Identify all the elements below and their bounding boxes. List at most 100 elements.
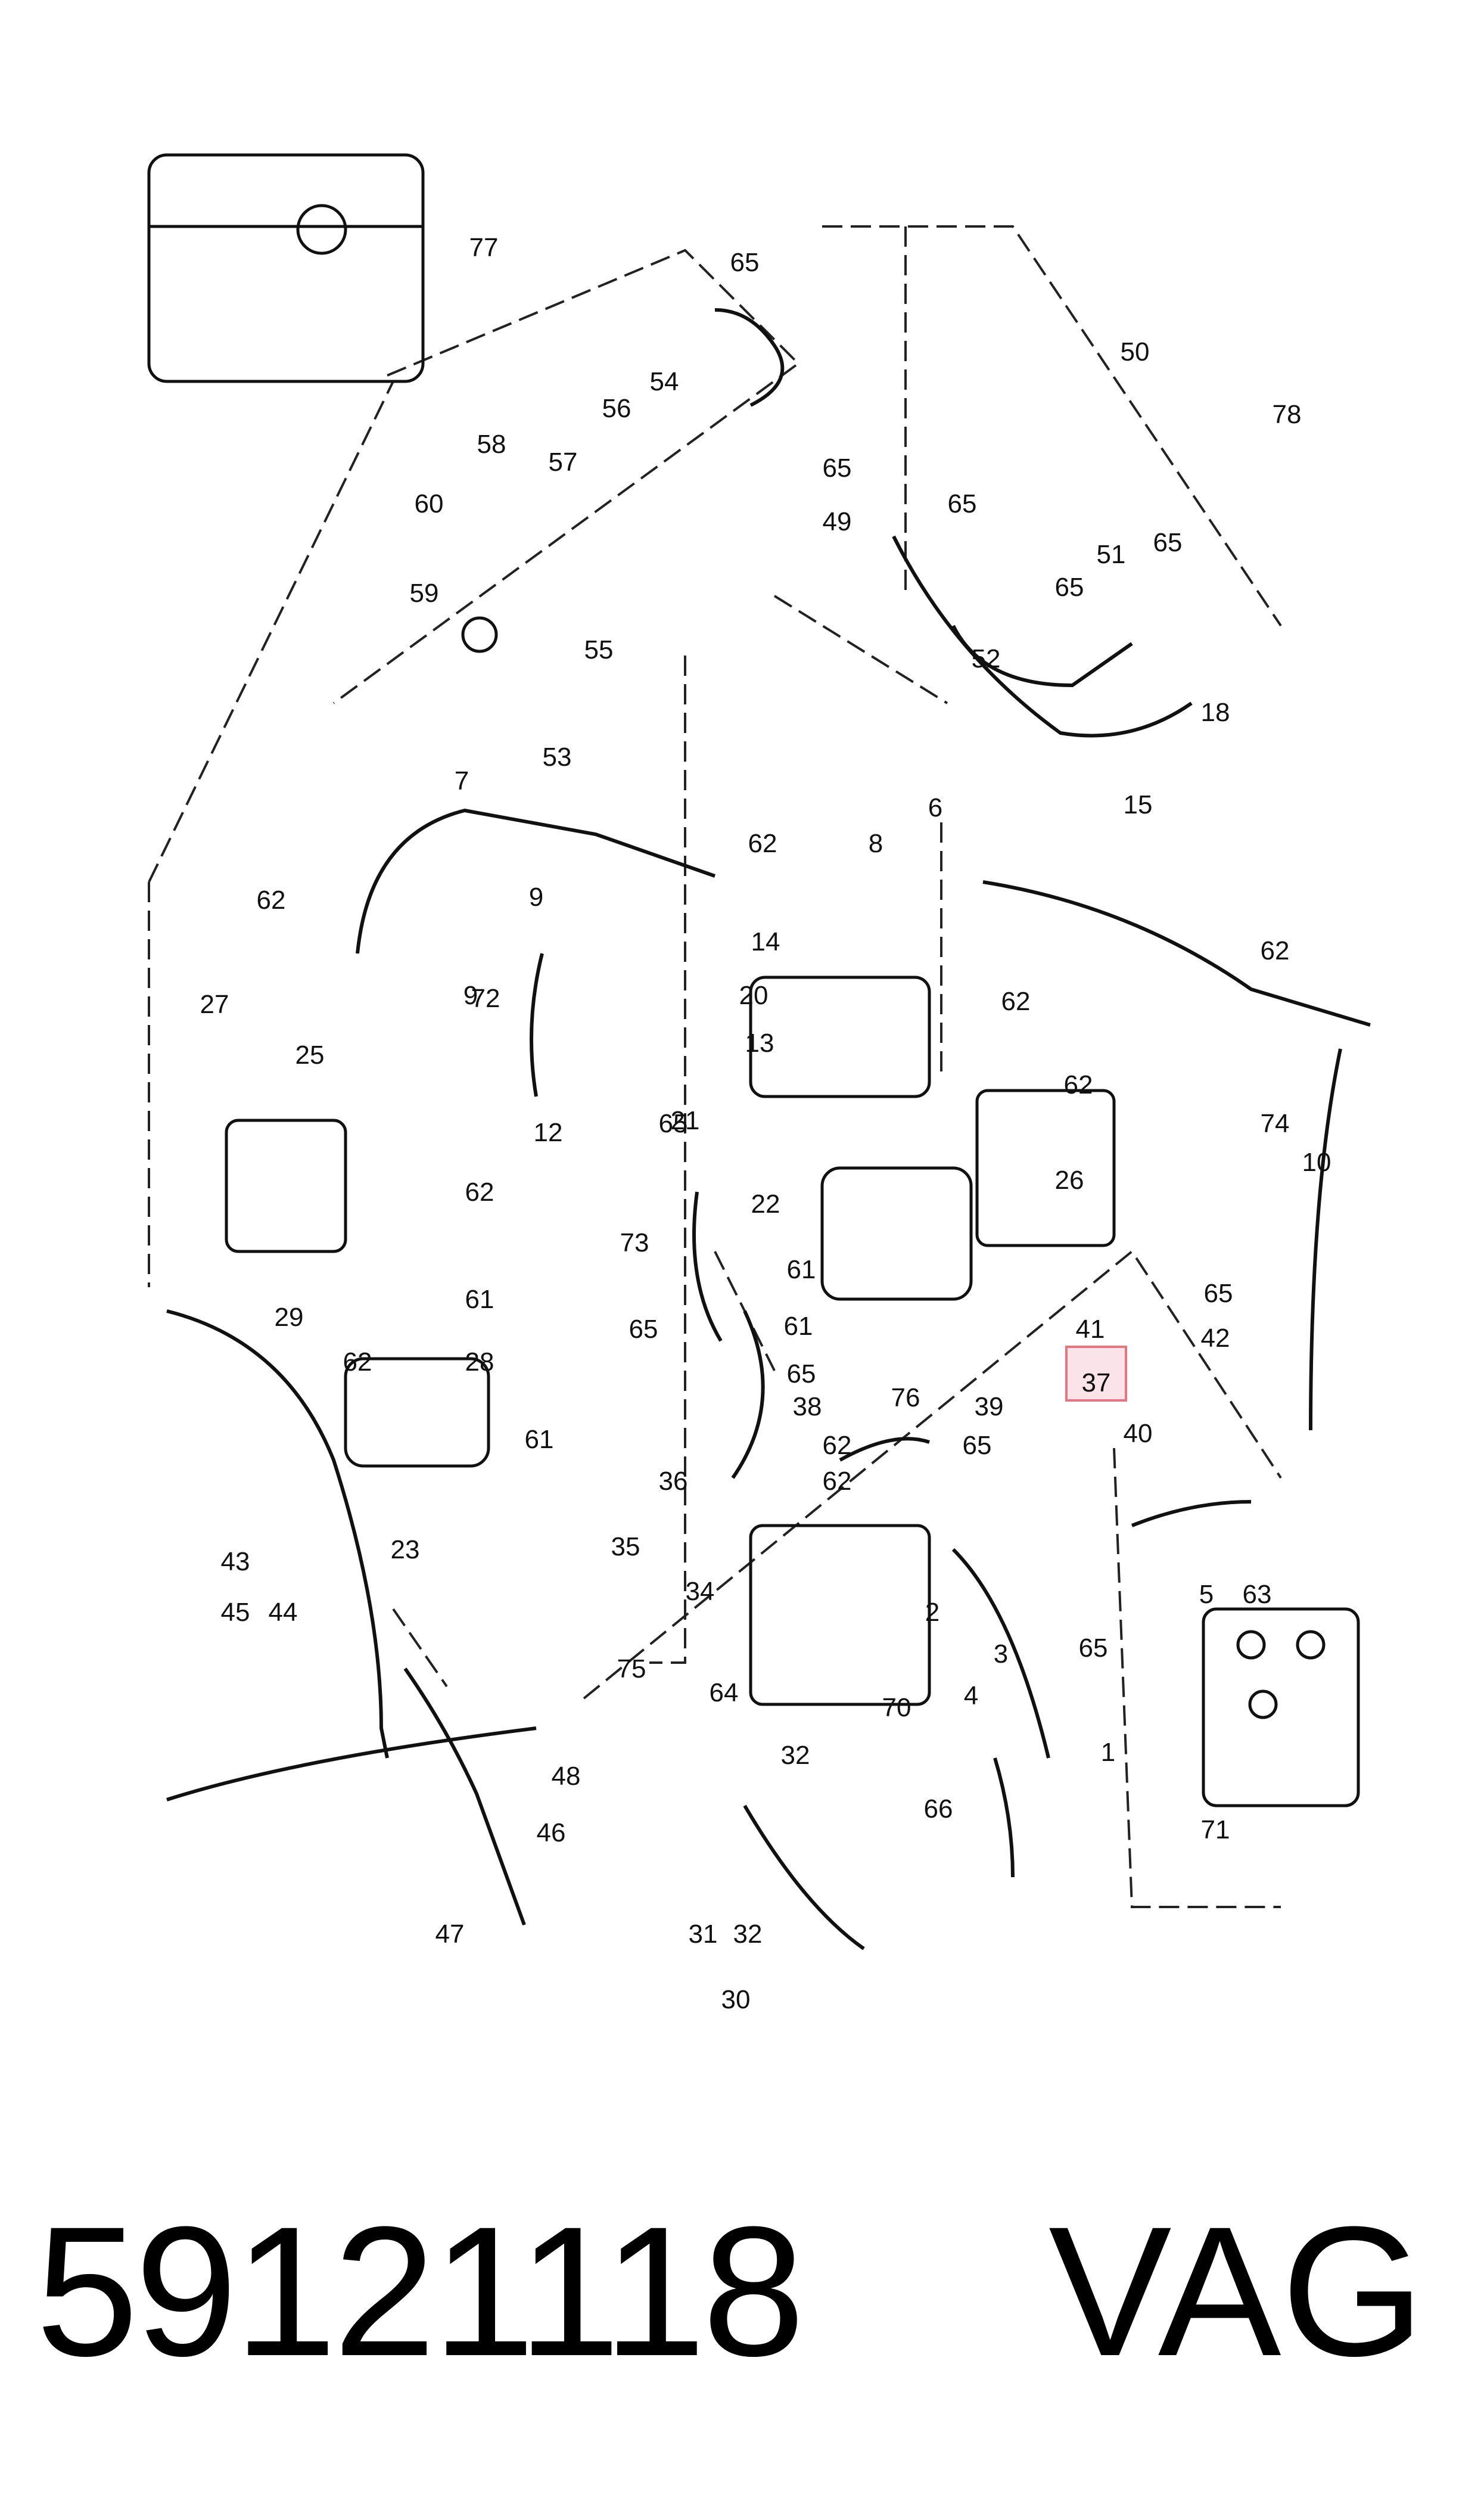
callout-label: 47 [435, 1919, 465, 1949]
callout-label: 32 [781, 1741, 810, 1770]
callout-label: 62 [257, 886, 286, 915]
callout-label: 62 [748, 829, 777, 858]
callout-label: 61 [525, 1425, 554, 1454]
callout-label: 21 [671, 1106, 700, 1135]
callout-label: 62 [823, 1431, 852, 1460]
callout-label: 66 [924, 1794, 953, 1824]
callout-label: 64 [710, 1678, 739, 1707]
callout-label: 53 [543, 743, 572, 772]
callout-label: 39 [975, 1392, 1004, 1421]
callout-label: 73 [620, 1228, 649, 1257]
callout-label: 59 [410, 579, 439, 608]
hose-paths [166, 308, 1371, 1950]
callout-label: 8 [869, 829, 883, 858]
callout-label: 50 [1121, 337, 1150, 366]
callout-label: 20 [739, 981, 769, 1010]
callout-label: 15 [1124, 790, 1153, 819]
callout-label: 40 [1124, 1419, 1153, 1448]
callout-label: 72 [471, 984, 500, 1013]
callout-label: 65 [1153, 528, 1183, 557]
footer: 59121118 VAG [36, 2199, 1466, 2402]
callout-label: 12 [534, 1118, 563, 1147]
callout-label: 65 [1204, 1279, 1233, 1308]
callout-label: 44 [269, 1598, 298, 1627]
callout-label: 78 [1273, 400, 1302, 429]
parts-diagram: 77 65 50 54 56 58 78 57 65 60 49 51 59 5… [147, 153, 1371, 2014]
brand-name: VAG [1049, 2188, 1425, 2394]
callout-label: 13 [745, 1029, 774, 1058]
callout-label: 61 [465, 1285, 494, 1314]
callout-label: 9 [529, 883, 543, 912]
callout-label: 5 [1199, 1580, 1214, 1609]
callout-label: 34 [686, 1577, 715, 1606]
callout-label: 49 [823, 507, 852, 536]
callout-label: 1 [1101, 1738, 1115, 1767]
dashed-guide-lines [148, 225, 1282, 1908]
callout-label: 31 [689, 1919, 718, 1949]
component-shapes [147, 153, 1360, 1807]
callout-label: 36 [659, 1467, 688, 1496]
callout-label: 65 [948, 489, 977, 518]
callout-label: 62 [1261, 936, 1290, 965]
callout-label: 65 [659, 1109, 688, 1138]
callout-label: 37 [1082, 1368, 1111, 1397]
callout-label: 65 [1055, 573, 1084, 602]
callout-label: 48 [552, 1762, 581, 1791]
callout-label: 55 [584, 635, 614, 664]
callout-label: 26 [1055, 1166, 1084, 1195]
callout-label: 25 [295, 1040, 325, 1070]
highlight-box [1065, 1346, 1127, 1402]
callout-label: 14 [751, 927, 780, 956]
callout-label: 65 [730, 248, 760, 277]
callout-label: 62 [1064, 1070, 1093, 1099]
callout-label: 30 [721, 1985, 751, 2014]
callout-label: 77 [469, 233, 499, 262]
callout-label: 23 [391, 1535, 420, 1564]
callout-label: 75 [617, 1654, 646, 1684]
callout-label: 18 [1201, 698, 1230, 727]
callout-label: 7 [455, 766, 469, 796]
callout-label: 35 [611, 1532, 640, 1561]
callout-label: 61 [787, 1255, 816, 1284]
callout-label: 27 [200, 990, 229, 1019]
callout-label: 74 [1261, 1109, 1290, 1138]
callout-label: 54 [650, 367, 679, 396]
callout-label: 10 [1302, 1148, 1331, 1177]
callout-label: 38 [793, 1392, 822, 1421]
callout-label: 60 [415, 489, 444, 518]
callout-label: 61 [784, 1312, 813, 1341]
callout-label: 29 [275, 1303, 304, 1332]
callout-label: 41 [1076, 1315, 1105, 1344]
callout-label: 6 [928, 793, 942, 822]
callout-label: 43 [221, 1547, 250, 1576]
callout-label: 65 [963, 1431, 992, 1460]
callout-label: 45 [221, 1598, 250, 1627]
callout-label: 52 [972, 644, 1001, 673]
callout-label: 22 [751, 1189, 780, 1219]
callout-label: 58 [477, 430, 506, 459]
callout-label: 3 [994, 1639, 1008, 1669]
callout-label: 42 [1201, 1324, 1230, 1353]
callout-label: 46 [537, 1818, 566, 1847]
callout-label: 65 [1079, 1633, 1108, 1663]
callout-label: 2 [925, 1598, 939, 1627]
callout-label: 71 [1201, 1815, 1230, 1844]
part-number: 59121118 [36, 2188, 805, 2394]
callout-label: 57 [549, 448, 578, 477]
callout-label: 4 [964, 1681, 978, 1710]
callout-label: 9 [463, 981, 478, 1010]
callout-label: 65 [787, 1359, 816, 1389]
callout-label: 51 [1097, 540, 1126, 569]
callout-label: 62 [343, 1347, 372, 1377]
callout-label: 62 [1001, 987, 1031, 1016]
callout-label: 65 [629, 1315, 658, 1344]
callout-label: 32 [733, 1919, 763, 1949]
callout-label: 28 [465, 1347, 494, 1377]
callout-label: 56 [602, 394, 631, 423]
callout-label: 65 [823, 454, 852, 483]
callout-label: 62 [465, 1178, 494, 1207]
callout-label: 70 [882, 1693, 911, 1722]
callout-label: 76 [891, 1383, 920, 1412]
callout-label: 63 [1243, 1580, 1272, 1609]
callout-label: 62 [823, 1467, 852, 1496]
